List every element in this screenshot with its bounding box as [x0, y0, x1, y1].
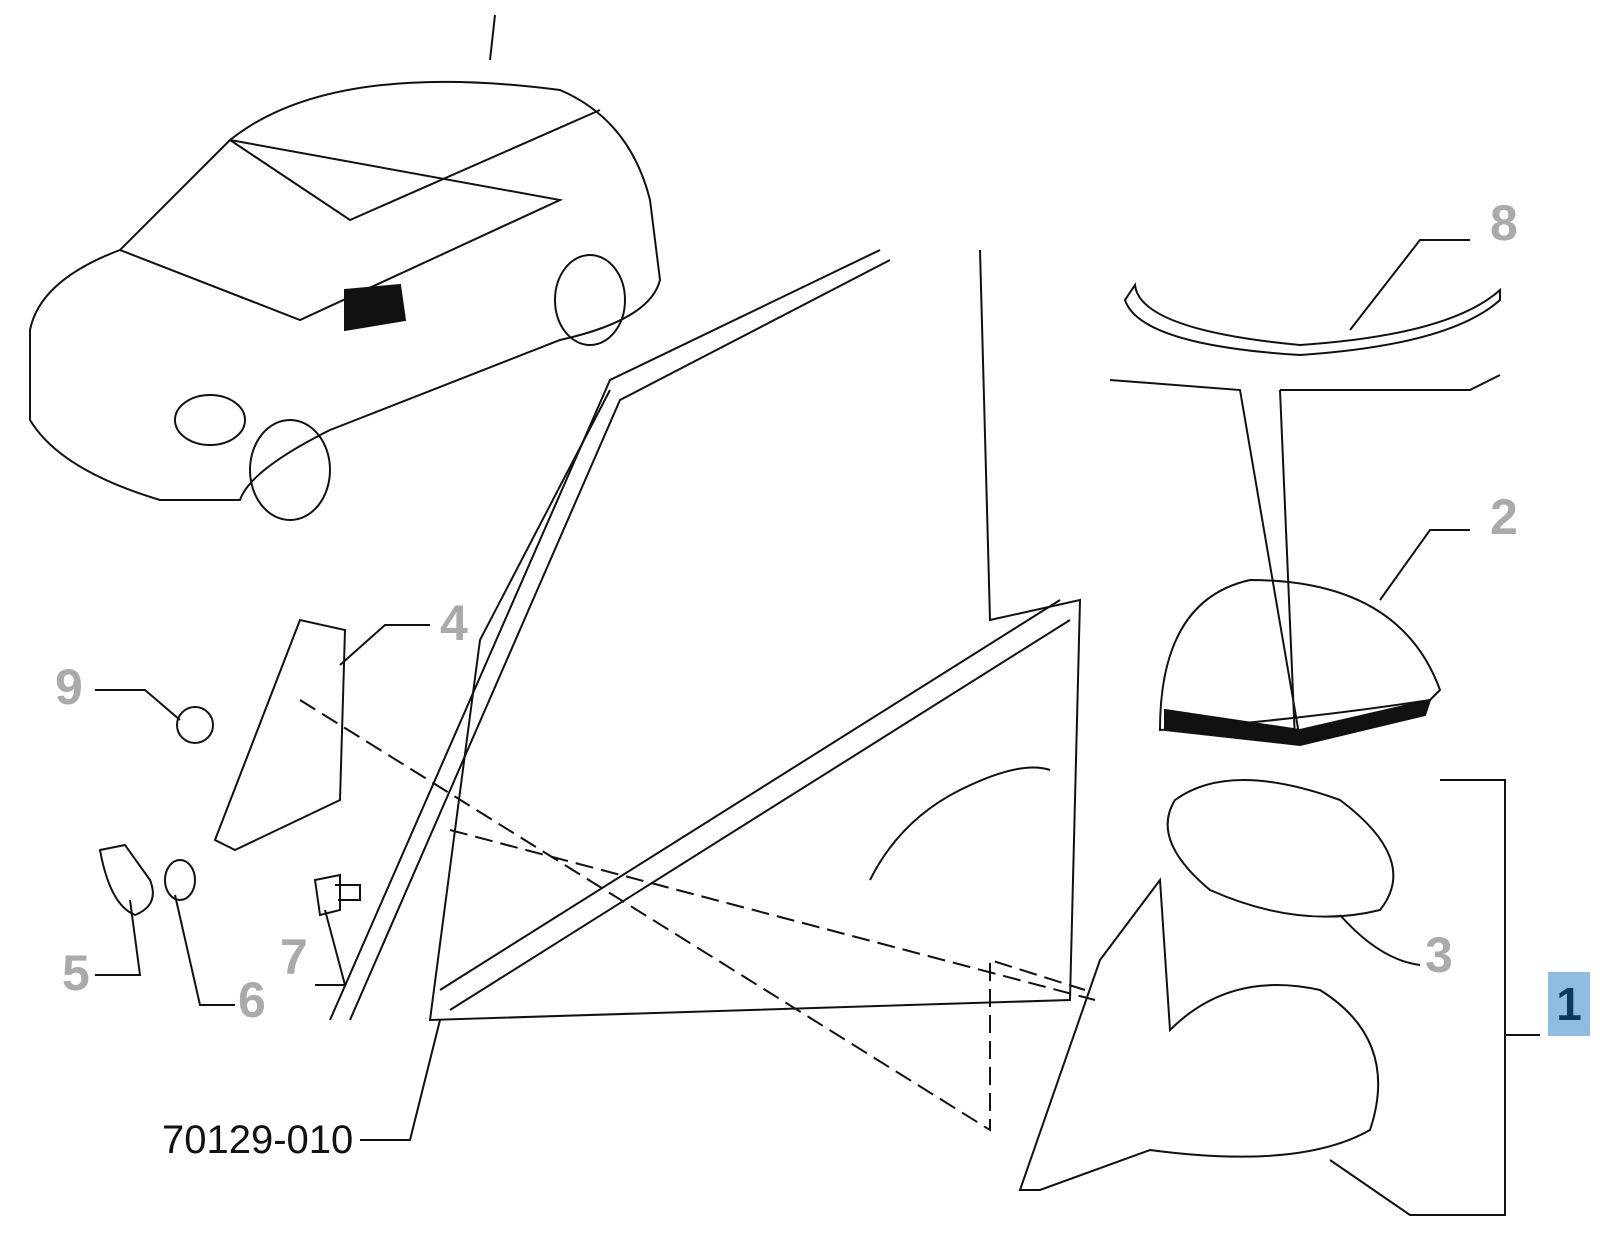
callout-9[interactable]: 9 — [55, 659, 83, 715]
part-8-shape — [1123, 282, 1501, 357]
leader-guides — [1109, 374, 1501, 741]
reference-code: 70129-010 — [162, 1118, 354, 1162]
callout-5[interactable]: 5 — [62, 945, 90, 1001]
callout-4[interactable]: 4 — [440, 595, 468, 651]
callout-6[interactable]: 6 — [238, 972, 266, 1028]
callout-2[interactable]: 2 — [1490, 489, 1518, 545]
part-5-shape — [98, 843, 154, 917]
part-7-shape — [313, 873, 361, 917]
callout-7[interactable]: 7 — [280, 929, 308, 985]
callout-1-selected[interactable]: 1 — [1548, 972, 1590, 1036]
part-6-shape — [164, 859, 196, 901]
part-3-shape — [1166, 779, 1395, 918]
car-illustration — [29, 14, 662, 521]
part-9-shape — [176, 706, 214, 744]
part-2-shape — [1158, 578, 1442, 732]
part-1-shape — [1018, 877, 1380, 1191]
door-illustration — [329, 249, 1082, 1022]
leader-lines — [95, 239, 1540, 1216]
callout-8[interactable]: 8 — [1490, 195, 1518, 251]
callout-3[interactable]: 3 — [1425, 927, 1453, 983]
part-4-shape — [213, 618, 347, 852]
